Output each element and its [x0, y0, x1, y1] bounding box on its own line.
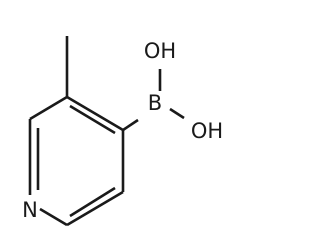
- double-bond-c3-c4-inner: [69, 104, 116, 135]
- hydroxyl-top-label: OH: [144, 39, 176, 63]
- boron-label: B: [148, 91, 162, 115]
- molecule-diagram: N B OH OH: [22, 36, 223, 227]
- nitrogen-label: N: [22, 198, 38, 222]
- bond-c4-boron: [122, 118, 139, 132]
- double-bond-c5-c6-inner: [69, 186, 116, 218]
- bond-boron-oh-right: [169, 107, 185, 120]
- hydroxyl-right-label: OH: [191, 119, 223, 143]
- bond-c6-n1: [39, 207, 68, 227]
- bond-c5-c6: [66, 190, 124, 227]
- structure-canvas: N B OH OH: [22, 36, 224, 227]
- bond-c3-c4: [66, 95, 124, 132]
- bond-c2-c3: [29, 95, 68, 121]
